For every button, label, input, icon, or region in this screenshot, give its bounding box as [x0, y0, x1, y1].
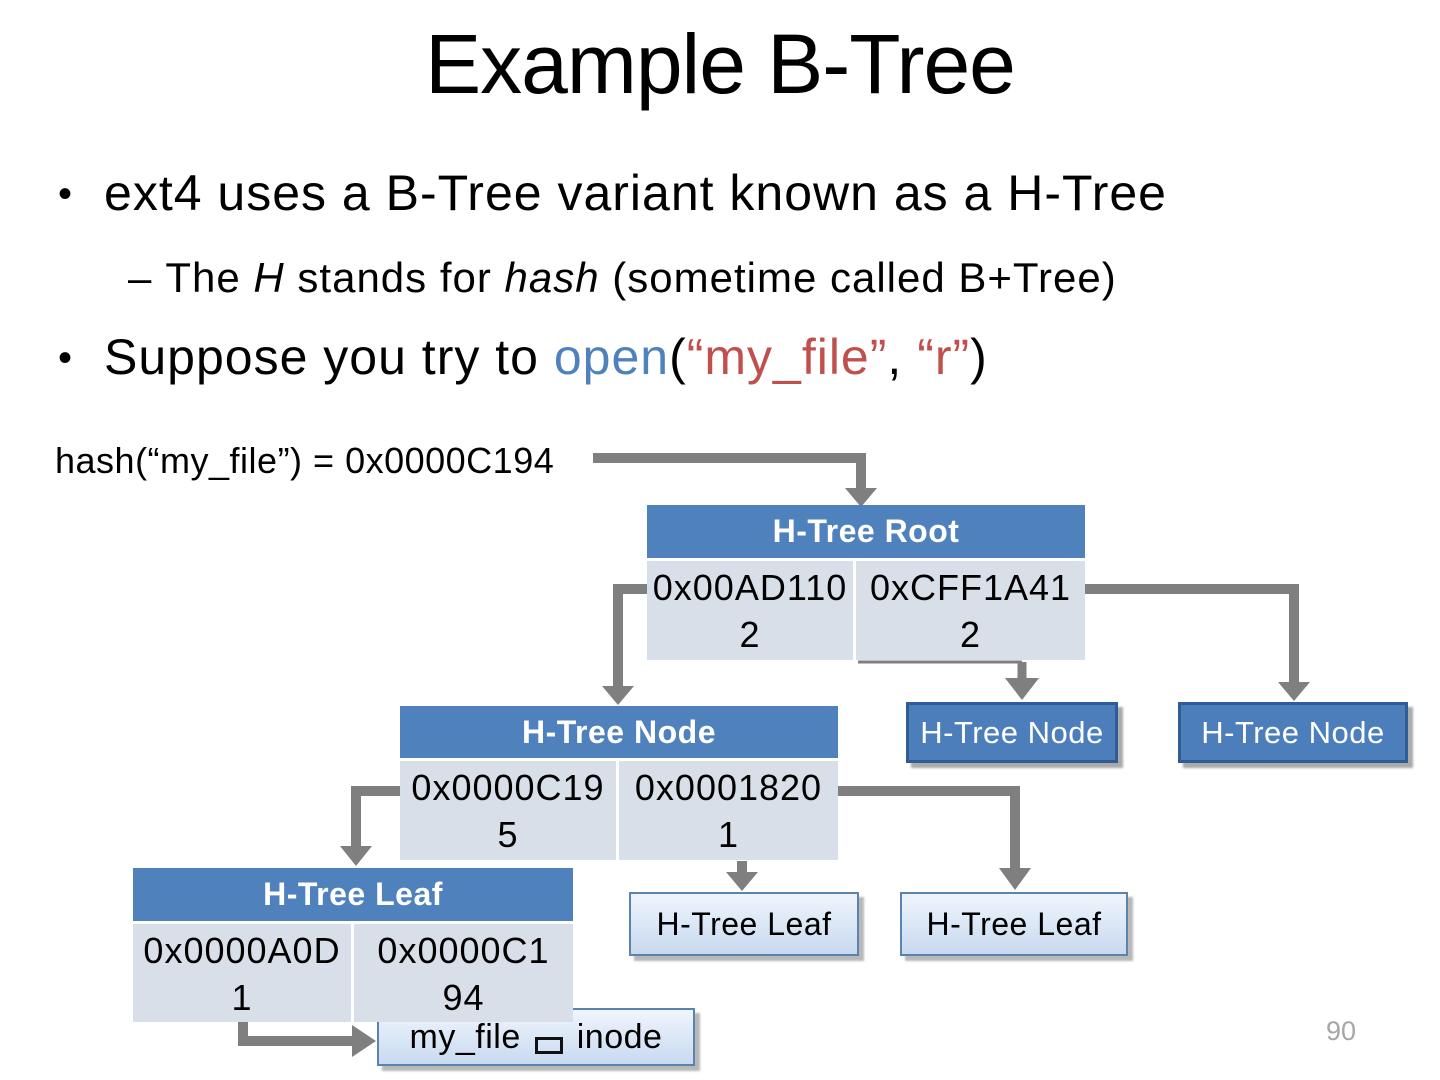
bullet-item-2: • Suppose you try to open(“my_file”, “r”… [58, 326, 988, 388]
arrow-node-to-main-leaf [351, 786, 402, 848]
page-number: 90 [1326, 1016, 1357, 1046]
sub-text-1: The [165, 254, 254, 301]
bullet-1-text: ext4 uses a B-Tree variant known as a H-… [104, 165, 1167, 221]
htree-node-header: H-Tree Node [400, 706, 838, 758]
bullet-dot: • [58, 336, 73, 380]
filename-literal: “my_file” [686, 329, 888, 385]
sub-text-3: (sometime called B+Tree) [599, 254, 1117, 301]
htree-node-small-1: H-Tree Node [906, 702, 1118, 763]
arrowhead [726, 872, 758, 891]
open-paren: ( [669, 329, 687, 385]
htree-root-box: H-Tree Root 0x00AD110 2 0xCFF1A41 2 [647, 505, 1085, 660]
inode-box-file-label: my_file [409, 1017, 521, 1056]
arrowhead [999, 868, 1031, 890]
inode-box-inode-label: inode [576, 1017, 663, 1056]
sub-bullet-item: – The H stands for hash (sometime called… [128, 252, 1117, 304]
htree-leaf-cells: 0x0000A0D 1 0x0000C1 94 [133, 924, 573, 1022]
mode-literal: “r” [917, 329, 971, 385]
b2-text: Suppose you try to [104, 329, 554, 385]
htree-root-header: H-Tree Root [647, 505, 1085, 558]
open-call-text: open [553, 329, 670, 385]
root-cell-right: 0xCFF1A41 2 [856, 561, 1085, 660]
node-cell-right: 0x0001820 1 [619, 761, 838, 860]
bullet-item-1: • ext4 uses a B-Tree variant known as a … [58, 162, 1167, 224]
missing-glyph-box [534, 1036, 563, 1054]
htree-node-cells: 0x0000C19 5 0x0001820 1 [400, 761, 838, 860]
slide-title: Example B-Tree [425, 17, 1016, 111]
hash-result-label: hash(“my_file”) = 0x0000C194 [55, 440, 555, 481]
bullet-dot: • [58, 172, 73, 216]
dash-marker: – [128, 254, 152, 301]
arrow-root-to-small-node-2 [1083, 584, 1299, 684]
comma-separator: , [887, 329, 918, 385]
arrowhead [1278, 682, 1310, 701]
htree-node-main-box: H-Tree Node 0x0000C19 5 0x0001820 1 [400, 706, 838, 860]
arrow-root-to-main-node [613, 584, 649, 688]
arrow-hash-to-root [593, 453, 866, 490]
htree-node-small-2: H-Tree Node [1178, 702, 1408, 763]
node-cell-left: 0x0000C19 5 [400, 761, 616, 860]
italic-hash: hash [504, 254, 600, 301]
htree-leaf-main-box: H-Tree Leaf 0x0000A0D 1 0x0000C1 94 [133, 868, 573, 1022]
leaf-cell-right: 0x0000C1 94 [354, 924, 573, 1022]
arrow-leaf-to-inode-box [238, 1021, 352, 1046]
arrowhead [1005, 678, 1039, 700]
htree-leaf-small-2: H-Tree Leaf [900, 892, 1128, 956]
htree-leaf-small-1: H-Tree Leaf [629, 892, 859, 956]
arrow-node-to-small-leaf-2 [836, 786, 1020, 870]
htree-leaf-header: H-Tree Leaf [133, 868, 573, 921]
arrow-root-to-small-node-1 [858, 660, 1027, 680]
italic-h: H [253, 254, 285, 301]
arrowhead [352, 1025, 376, 1057]
bullet-2-text: Suppose you try to open(“my_file”, “r”) [104, 326, 988, 388]
leaf-cell-left: 0x0000A0D 1 [133, 924, 351, 1022]
arrowhead [340, 846, 372, 866]
root-cell-left: 0x00AD110 2 [647, 561, 853, 660]
sub-text-2: stands for [284, 254, 505, 301]
arrowhead [602, 686, 634, 705]
sub-bullet-text: The H stands for hash (sometime called B… [165, 252, 1116, 304]
arrowhead [845, 488, 877, 507]
htree-root-cells: 0x00AD110 2 0xCFF1A41 2 [647, 561, 1085, 660]
close-paren: ) [970, 329, 988, 385]
